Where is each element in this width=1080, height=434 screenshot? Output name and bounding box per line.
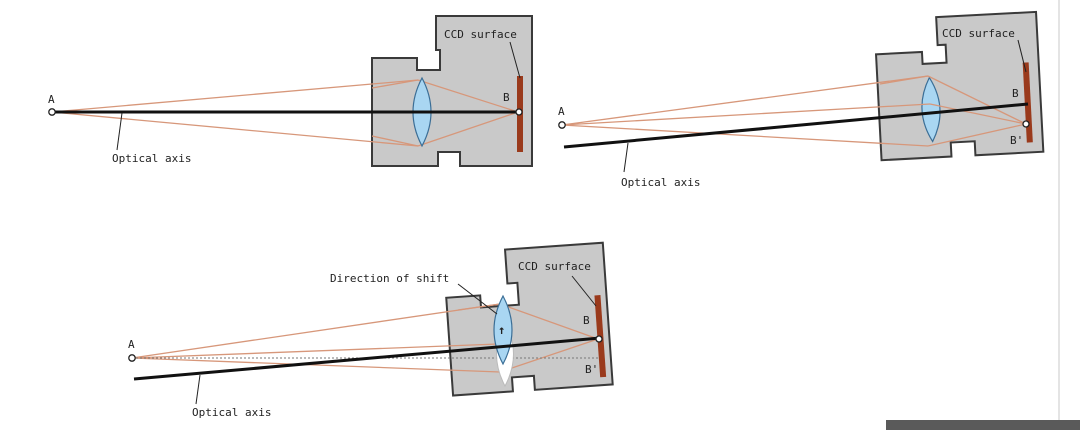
optical-axis [563,102,1029,149]
diagram-3-rays: ↑ A B B' CCD surface Direction of shift … [128,260,603,419]
corner-bar [886,420,1080,430]
axis-label: Optical axis [192,406,271,419]
ccd-leader [571,275,597,307]
ccd-label: CCD surface [444,28,517,41]
shift-arrow-icon: ↑ [498,323,505,337]
ccd-label: CCD surface [942,27,1015,40]
axis-label: Optical axis [112,152,191,165]
axis-leader [116,112,123,151]
point-b-prime-dot [1022,120,1030,128]
light-rays [131,303,599,373]
camera-body [874,10,1045,162]
label-b-prime: B' [1010,134,1023,147]
diagram-2 [874,10,1045,162]
label-b: B [583,314,590,327]
right-edge-divider [1058,0,1060,430]
shift-leader [457,283,498,315]
optical-axis [133,336,601,381]
label-b: B [503,91,510,104]
camera-body [445,241,614,397]
shift-label: Direction of shift [330,272,449,285]
ccd-label: CCD surface [518,260,591,273]
point-a [558,121,566,129]
ccd-leader [1017,39,1027,73]
label-a: A [558,105,565,118]
light-rays [51,79,519,147]
point-b-dot [595,335,603,343]
label-b-prime: B' [585,363,598,376]
axis-label: Optical axis [621,176,700,189]
axis-leader [195,374,201,405]
diagram-2-rays: A B B' CCD surface Optical axis [558,27,1030,189]
point-a [128,354,136,362]
lens [921,76,941,143]
point-b-dot [515,108,523,116]
label-b: B [1012,87,1019,100]
label-a: A [128,338,135,351]
ccd-sensor [1022,62,1033,143]
label-a: A [48,93,55,106]
ccd-leader [509,41,521,79]
point-a [48,108,56,116]
axis-leader [623,142,629,173]
light-rays [561,75,1027,147]
diagram-1: A B CCD surface Optical axis [48,15,533,167]
